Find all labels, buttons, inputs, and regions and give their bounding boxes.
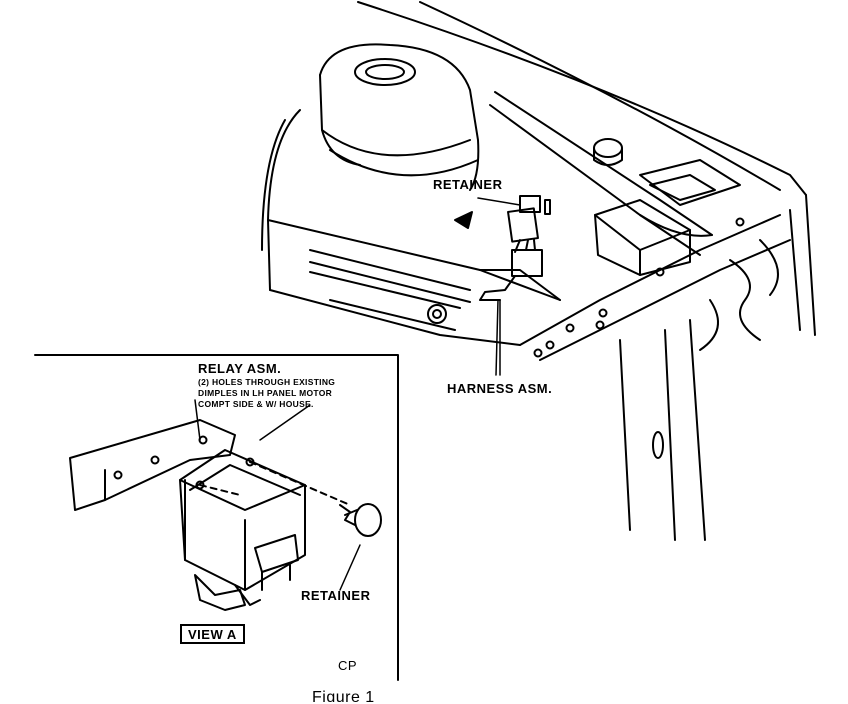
push-retainer [339, 503, 382, 537]
view-a-label: VIEW A [180, 624, 245, 644]
relay-in-place [454, 195, 551, 301]
lh-panel [69, 419, 236, 511]
relay-label: RELAY ASM. [198, 361, 282, 376]
retainer-label-top: RETAINER [433, 177, 503, 192]
figure-caption: Figure 1 [312, 689, 375, 702]
strut-brace [489, 91, 713, 256]
note-line-1: (2) HOLES THROUGH EXISTING [198, 377, 336, 387]
note-line-3: COMPT SIDE & W/ HOUSE. [198, 399, 314, 409]
inner-apron [267, 214, 791, 361]
leader-lines [194, 197, 521, 591]
note-line-2: DIMPLES IN LH PANEL MOTOR [198, 388, 333, 398]
fender-outline [357, 1, 816, 336]
battery-tray [594, 159, 741, 276]
strut-tower [261, 43, 480, 291]
harness-label: HARNESS ASM. [447, 381, 553, 396]
frame-rail [619, 239, 779, 541]
view-a-frame [34, 354, 399, 681]
retainer-label-bottom: RETAINER [301, 588, 371, 603]
relay-assembly [179, 449, 351, 611]
code-label: CP [338, 658, 358, 673]
